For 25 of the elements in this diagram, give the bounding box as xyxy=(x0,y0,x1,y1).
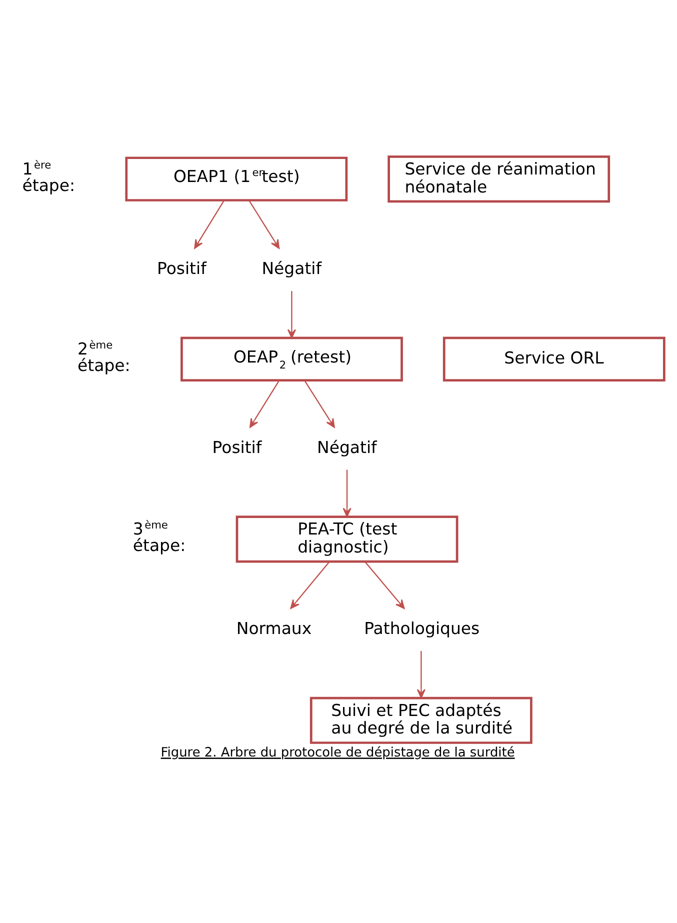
node-text: Négatif xyxy=(262,259,322,278)
label: 1$^{ère}$ étape: xyxy=(22,160,76,196)
arrow xyxy=(342,470,352,518)
caption: Figure 2. Arbre du protocole de dépistage de la surdité xyxy=(160,746,515,761)
label: 2$^{ème}$ étape: xyxy=(78,340,130,376)
label: 3$^{ème}$ étape: xyxy=(132,520,186,556)
node-box: PEA-TC (test diagnostic) xyxy=(236,516,458,563)
node-text: Positif xyxy=(212,438,262,457)
node-text: Positif xyxy=(156,259,206,278)
arrow xyxy=(287,291,296,338)
node-text: Normaux xyxy=(236,619,312,638)
arrow xyxy=(194,200,225,249)
arrow xyxy=(290,561,330,609)
node-box: OEAP1 (1$^{er}$test) xyxy=(125,156,348,202)
node-box: Suivi et PEC adaptés au degré de la surdité xyxy=(310,696,532,744)
node-box: Service ORL xyxy=(442,336,666,382)
arrow xyxy=(416,651,426,698)
node-box: OEAP$_{2}$ (retest) xyxy=(180,336,403,382)
arrow xyxy=(248,200,280,249)
node-text: Négatif xyxy=(317,438,377,457)
arrow xyxy=(249,380,280,428)
arrow xyxy=(364,561,405,609)
arrow xyxy=(304,380,335,428)
node-box: Service de réanimation néonatale xyxy=(388,156,610,203)
node-text: Pathologiques xyxy=(364,619,480,638)
